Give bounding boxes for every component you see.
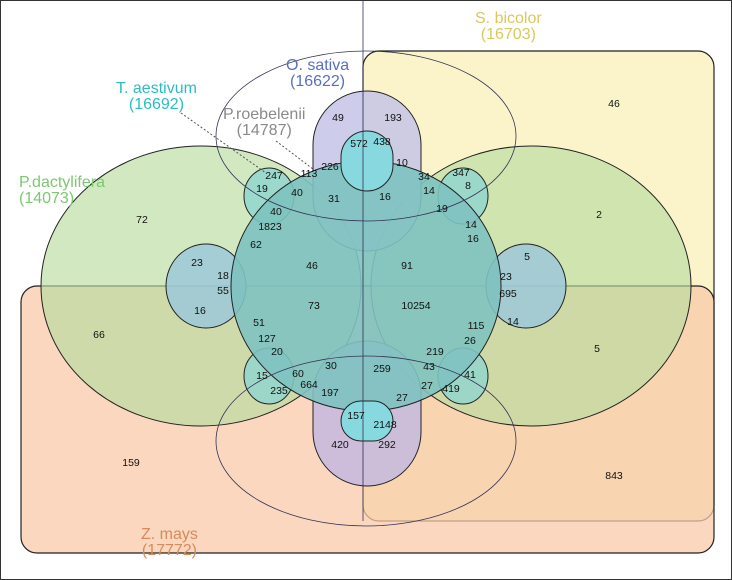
region-count-label: 438 (373, 136, 391, 148)
region-count-label: 26 (464, 335, 476, 347)
region-count-label: 235 (270, 385, 288, 397)
inner-arc (215, 50, 517, 222)
region-count-label: 46 (306, 260, 318, 272)
region-count-label: 27 (396, 392, 408, 404)
label-t-aestivum: T. aestivum(16692) (116, 80, 197, 113)
region-count-label: 159 (122, 457, 140, 469)
region-count-label: 2148 (373, 419, 397, 431)
region-count-label: 292 (378, 439, 396, 451)
o-sativa-t-aestivum-top (340, 130, 394, 192)
region-count-label: 14 (465, 219, 477, 231)
region-count-label: 193 (384, 112, 402, 124)
label-s-bicolor: S. bicolor(16703) (475, 10, 542, 43)
label-p-dactylifera: P.dactylifera(14073) (19, 174, 105, 207)
region-count-label: 5 (594, 343, 600, 355)
region-count-label: 219 (426, 346, 444, 358)
label-o-sativa: O. sativa(16622) (286, 57, 350, 90)
region-count-label: 419 (442, 383, 460, 395)
region-count-label: 113 (301, 168, 318, 180)
region-count-label: 66 (93, 329, 105, 341)
region-count-label: 695 (499, 288, 517, 300)
region-count-label: 43 (423, 361, 435, 373)
region-count-label: 60 (292, 368, 304, 380)
central-intersection-shape (230, 160, 502, 412)
region-count-label: 572 (350, 138, 368, 150)
region-count-label: 62 (250, 239, 262, 251)
region-count-label: 14 (423, 185, 435, 197)
region-count-label: 127 (258, 333, 276, 345)
region-count-label: 226 (321, 161, 339, 173)
region-count-label: 23 (191, 257, 203, 269)
region-count-label: 16 (194, 305, 206, 317)
region-count-label: 73 (308, 300, 320, 312)
region-count-label: 72 (136, 214, 148, 226)
label-z-mays: Z. mays(17772) (141, 526, 198, 559)
region-count-label: 10254 (401, 300, 430, 312)
inner-arc (215, 355, 517, 527)
region-count-label: 31 (328, 193, 340, 205)
region-count-label: 347 (452, 167, 470, 179)
label-p-roebelenii: P.roebelenii(14787) (223, 106, 306, 139)
region-count-label: 843 (605, 470, 623, 482)
region-count-label: 15 (256, 370, 268, 382)
region-count-label: 2 (596, 209, 602, 221)
region-count-label: 247 (265, 170, 283, 182)
region-count-label: 46 (608, 98, 620, 110)
region-count-label: 420 (331, 439, 349, 451)
region-count-label: 23 (500, 271, 512, 283)
region-count-label: 16 (467, 233, 479, 245)
region-count-label: 19 (256, 183, 268, 195)
region-count-label: 20 (271, 346, 283, 358)
t-aestivum-pointer (180, 112, 267, 174)
region-count-label: 664 (300, 379, 318, 391)
o-sativa-t-aestivum-bottom (340, 400, 394, 442)
region-count-label: 27 (421, 380, 433, 392)
region-count-label: 1823 (258, 221, 282, 233)
region-count-label: 19 (436, 203, 448, 215)
region-count-label: 16 (379, 191, 391, 203)
region-count-label: 5 (524, 251, 530, 263)
region-count-label: 55 (217, 285, 229, 297)
region-count-label: 10 (396, 157, 408, 169)
region-count-label: 30 (325, 360, 337, 372)
region-count-label: 115 (468, 320, 485, 332)
region-count-label: 51 (253, 317, 265, 329)
region-count-label: 34 (418, 171, 430, 183)
region-count-label: 41 (464, 369, 476, 381)
region-count-label: 14 (507, 316, 519, 328)
region-count-label: 197 (321, 387, 339, 399)
region-count-label: 40 (270, 206, 282, 218)
region-count-label: 157 (347, 410, 365, 422)
region-count-label: 40 (291, 187, 303, 199)
region-count-label: 49 (332, 112, 344, 124)
region-count-label: 259 (373, 363, 391, 375)
region-count-label: 91 (401, 260, 413, 272)
region-count-label: 8 (465, 180, 471, 192)
region-count-label: 18 (217, 270, 229, 282)
